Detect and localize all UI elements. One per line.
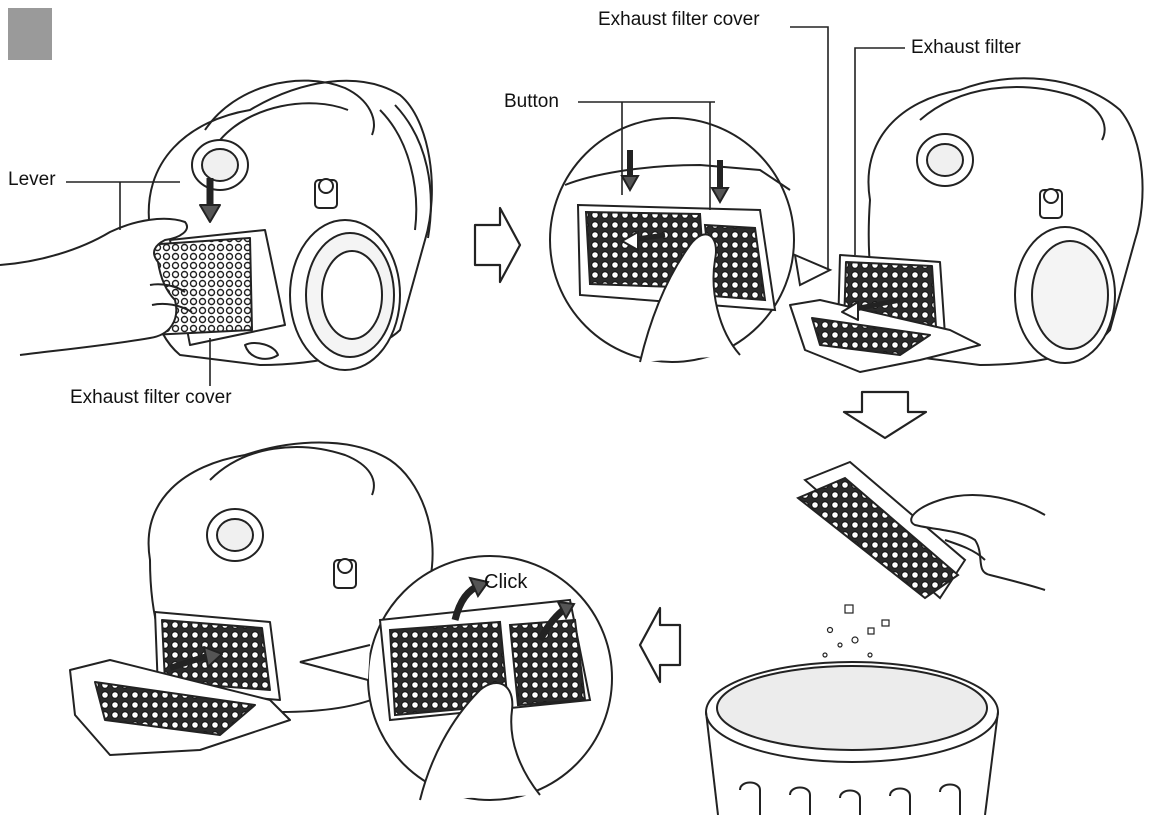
exhaust-filter-cover-label: Exhaust filter cover (70, 387, 232, 408)
filter-tilt (796, 460, 967, 600)
vacuum-step2 (789, 77, 1144, 373)
trash-bin (705, 661, 999, 815)
hand-step1 (0, 217, 193, 356)
exhaust-filter-label: Exhaust filter (911, 37, 1021, 58)
vacuum-step1 (144, 79, 433, 371)
exhaust-filter-cover-label-top: Exhaust filter cover (598, 9, 760, 30)
arrow-left-icon (638, 606, 682, 684)
step-badge (8, 8, 52, 60)
click-label: Click (484, 571, 528, 593)
magnifier-step2 (549, 117, 833, 363)
vacuum-step4 (69, 441, 434, 756)
lever-label: Lever (8, 169, 56, 190)
hand-step3 (910, 494, 1046, 591)
magnifier-step4 (299, 555, 613, 801)
arrow-down-icon (842, 390, 928, 440)
button-label: Button (504, 91, 559, 112)
arrow-right-icon (473, 206, 522, 284)
